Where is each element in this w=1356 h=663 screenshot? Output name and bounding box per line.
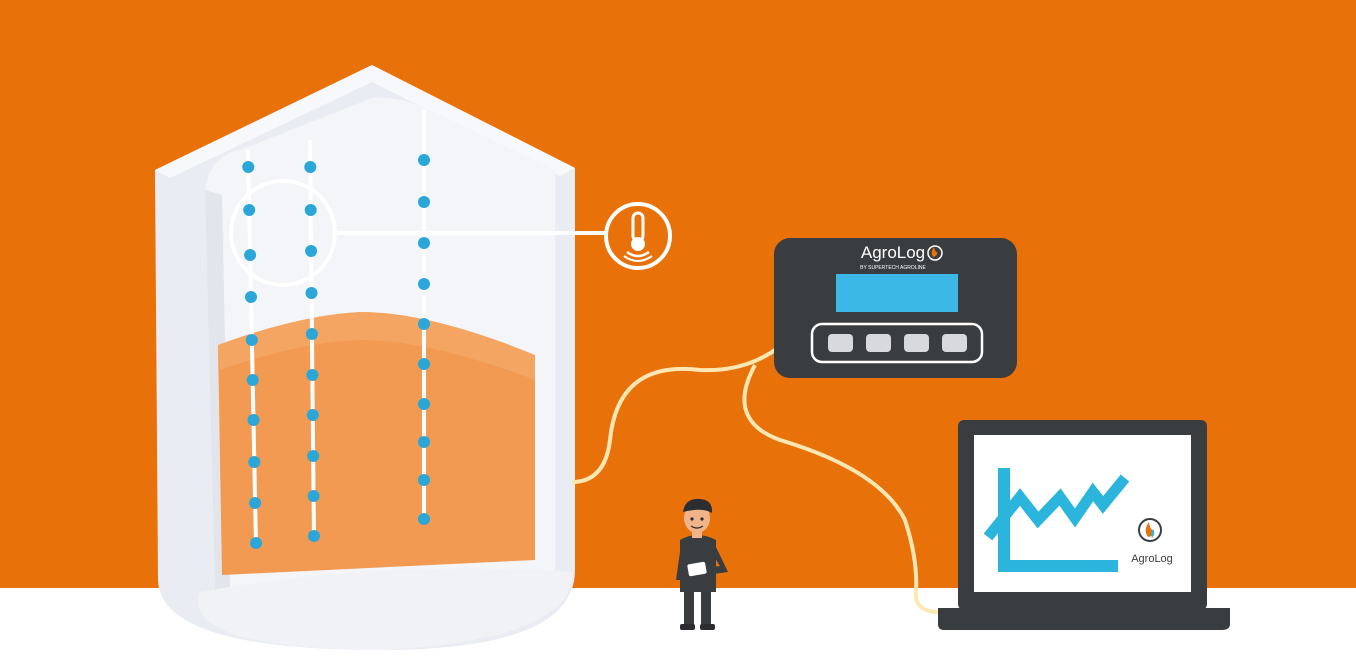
sensor-node — [242, 161, 255, 173]
controller-button-2[interactable] — [866, 334, 891, 352]
agrolog-flame-drop-icon — [1138, 518, 1162, 542]
sensor-node — [245, 334, 258, 346]
laptop-base — [938, 608, 1230, 630]
chart-axes — [998, 468, 1118, 572]
sensor-cables — [242, 110, 430, 549]
thermometer-icon — [604, 202, 672, 270]
sensor-node — [246, 374, 259, 386]
controller-button-1[interactable] — [828, 334, 853, 352]
sensor-node — [249, 497, 262, 509]
sensor-node — [418, 358, 430, 370]
controller-button-4[interactable] — [942, 334, 967, 352]
sensor-node — [418, 278, 430, 290]
controller-tagline: BY SUPERTECH AGROLINE — [860, 265, 926, 271]
sensor-node — [305, 287, 318, 299]
controller-brand: AgroLog — [861, 243, 925, 262]
laptop: AgroLog — [938, 420, 1230, 630]
sensor-node — [244, 249, 257, 261]
sensor-node — [418, 237, 430, 249]
sensor-node — [304, 161, 317, 173]
sensor-node — [418, 474, 430, 486]
controller-display — [836, 274, 958, 312]
controller-button-3[interactable] — [904, 334, 929, 352]
sensor-node — [307, 450, 320, 462]
sensor-node — [418, 318, 430, 330]
sensor-node — [307, 490, 320, 502]
sensor-node — [247, 414, 260, 426]
grain-fill — [218, 312, 535, 575]
sensor-node — [304, 204, 317, 216]
sensor-node — [306, 409, 319, 421]
sensor-node — [418, 154, 430, 166]
controller-keypad — [810, 322, 984, 364]
grain-shade — [218, 312, 535, 380]
silo-to-controller-cable — [571, 346, 780, 484]
sensor-node — [418, 513, 430, 525]
screen-chart — [983, 468, 1130, 572]
sensor-node — [418, 196, 430, 208]
tablet-icon — [687, 561, 707, 577]
controller-to-laptop-cable — [742, 364, 941, 614]
sensor-node — [305, 328, 318, 340]
sensor-node — [243, 204, 256, 216]
sensor-node — [306, 369, 319, 381]
agrolog-flame-drop-icon — [927, 245, 943, 261]
silo — [155, 65, 575, 650]
sensor-node — [308, 530, 320, 542]
chart-trend-line — [983, 474, 1130, 541]
sensor-node — [245, 291, 257, 303]
sensor-node — [250, 537, 262, 549]
silo-floor — [198, 568, 573, 650]
agrolog-controller: AgroLog BY SUPERTECH AGROLINE — [774, 238, 1017, 378]
sensor-node — [305, 245, 318, 257]
sensor-node — [418, 436, 430, 448]
sensor-node — [248, 456, 261, 468]
sensor-node — [418, 398, 430, 410]
laptop-brand: AgroLog — [1131, 553, 1173, 565]
farmer-person — [676, 498, 728, 630]
